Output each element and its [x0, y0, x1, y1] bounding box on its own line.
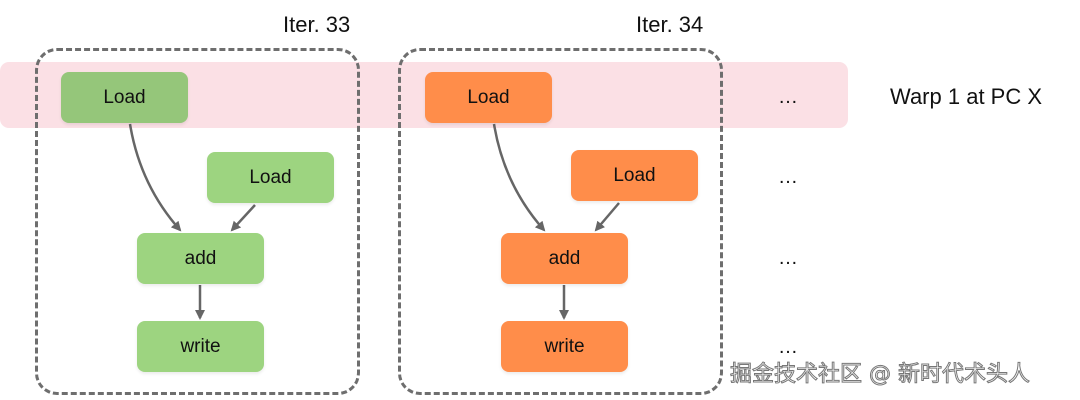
iteration-box-34	[398, 48, 723, 395]
iteration-box-33	[35, 48, 360, 395]
ellipsis-row-3: …	[778, 247, 799, 269]
edge-load-a-to-add-34	[492, 123, 546, 232]
warp-label: Warp 1 at PC X	[890, 84, 1043, 109]
node-load-b-33: Load	[207, 152, 334, 203]
watermark: 掘金技术社区 @ 新时代术头人	[730, 362, 1031, 388]
node-write-34: write	[501, 321, 628, 372]
edge-load-b-to-add-34	[594, 202, 620, 232]
node-load-b-34: Load	[571, 150, 698, 201]
edge-load-b-to-add-33	[230, 204, 256, 232]
ellipsis-row-2: …	[778, 166, 799, 188]
edge-load-a-to-add-33	[128, 123, 182, 232]
node-load-a-34: Load	[425, 72, 552, 123]
iteration-label-34: Iter. 34	[636, 12, 704, 37]
node-add-34: add	[501, 233, 628, 284]
node-write-33: write	[137, 321, 264, 372]
node-add-33: add	[137, 233, 264, 284]
ellipsis-row-4: …	[778, 336, 799, 358]
node-load-a-33: Load	[61, 72, 188, 123]
iteration-label-33: Iter. 33	[283, 12, 351, 37]
ellipsis-row-1: …	[778, 86, 799, 108]
